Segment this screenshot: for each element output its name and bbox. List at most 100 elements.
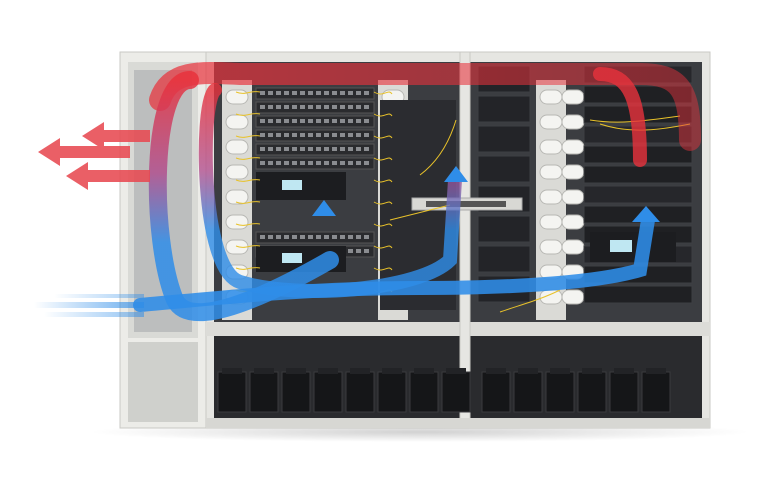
fiber-cable [235, 135, 261, 138]
battery-unit [249, 371, 279, 413]
fiber-cable [235, 157, 261, 160]
cable-ring [561, 89, 585, 105]
battery-unit [409, 371, 439, 413]
battery-unit [217, 371, 247, 413]
patch-port [348, 91, 353, 95]
hot-air-arrow-icon [82, 122, 150, 150]
cable-ring [539, 114, 563, 130]
patch-port [356, 249, 361, 253]
patch-port [356, 119, 361, 123]
patch-port [332, 133, 337, 137]
patch-port [268, 133, 273, 137]
patch-panel [255, 231, 375, 244]
patch-port [276, 235, 281, 239]
fiber-cable [499, 289, 561, 313]
patch-port [340, 133, 345, 137]
patch-port [260, 119, 265, 123]
patch-port [356, 161, 361, 165]
patch-port [268, 105, 273, 109]
cable-ring [225, 189, 249, 205]
cold-intake-stream [34, 294, 144, 317]
battery-top [550, 368, 570, 374]
cold-air-flow [133, 213, 655, 312]
server-unit [477, 215, 531, 243]
patch-port [284, 91, 289, 95]
battery-row [217, 368, 671, 413]
patch-panel [255, 115, 375, 128]
patch-port [356, 105, 361, 109]
ups-module-3 [590, 232, 676, 262]
cable-ring [561, 289, 585, 305]
battery-top [222, 368, 242, 374]
patch-panel [255, 157, 375, 170]
battery-unit [545, 371, 575, 413]
battery-top [254, 368, 274, 374]
patch-port [364, 147, 369, 151]
patch-port [348, 105, 353, 109]
cable-ring [539, 89, 563, 105]
patch-port [276, 147, 281, 151]
patch-port [292, 235, 297, 239]
patch-port [316, 91, 321, 95]
fiber-cable [373, 179, 393, 183]
patch-port [276, 133, 281, 137]
patch-port [348, 147, 353, 151]
patch-port [308, 161, 313, 165]
patch-panel [255, 87, 375, 100]
battery-unit [313, 371, 343, 413]
patch-port [324, 91, 329, 95]
fiber-cable [373, 135, 393, 139]
patch-port [364, 91, 369, 95]
patch-port [340, 91, 345, 95]
patch-port [348, 119, 353, 123]
patch-panel [255, 143, 375, 156]
fiber-cable [373, 267, 393, 271]
patch-port [284, 161, 289, 165]
fiber-cable [373, 157, 393, 161]
patch-port [276, 105, 281, 109]
patch-port [340, 119, 345, 123]
patch-port [284, 105, 289, 109]
fiber-cable [235, 245, 261, 248]
battery-unit [377, 371, 407, 413]
patch-port [356, 133, 361, 137]
patch-port [364, 235, 369, 239]
patch-port [292, 161, 297, 165]
patch-port [340, 105, 345, 109]
patch-port [364, 161, 369, 165]
hot-air-arrow-icon [66, 162, 150, 190]
patch-port [364, 119, 369, 123]
patch-port [268, 235, 273, 239]
patch-port [364, 249, 369, 253]
patch-port [316, 133, 321, 137]
battery-unit [345, 371, 375, 413]
patch-port [260, 235, 265, 239]
patch-port [340, 147, 345, 151]
cable-ring [225, 139, 249, 155]
battery-top [382, 368, 402, 374]
fiber-cable [235, 113, 261, 116]
server-unit [583, 185, 693, 204]
server-unit [477, 125, 531, 153]
battery-top [614, 368, 634, 374]
patch-port [324, 119, 329, 123]
patch-port [268, 119, 273, 123]
patch-port [356, 235, 361, 239]
patch-port [268, 147, 273, 151]
battery-unit [481, 371, 511, 413]
patch-port [292, 133, 297, 137]
patch-port [308, 91, 313, 95]
server-unit [477, 245, 531, 273]
battery-unit [281, 371, 311, 413]
patch-port [356, 147, 361, 151]
patch-port [324, 133, 329, 137]
patch-port [300, 119, 305, 123]
cable-ring [561, 114, 585, 130]
fiber-cable [235, 91, 261, 94]
patch-port [292, 91, 297, 95]
fiber-cable [373, 91, 393, 95]
patch-port [284, 147, 289, 151]
patch-port [316, 161, 321, 165]
battery-unit [641, 371, 671, 413]
air-loop-inner [198, 83, 462, 298]
